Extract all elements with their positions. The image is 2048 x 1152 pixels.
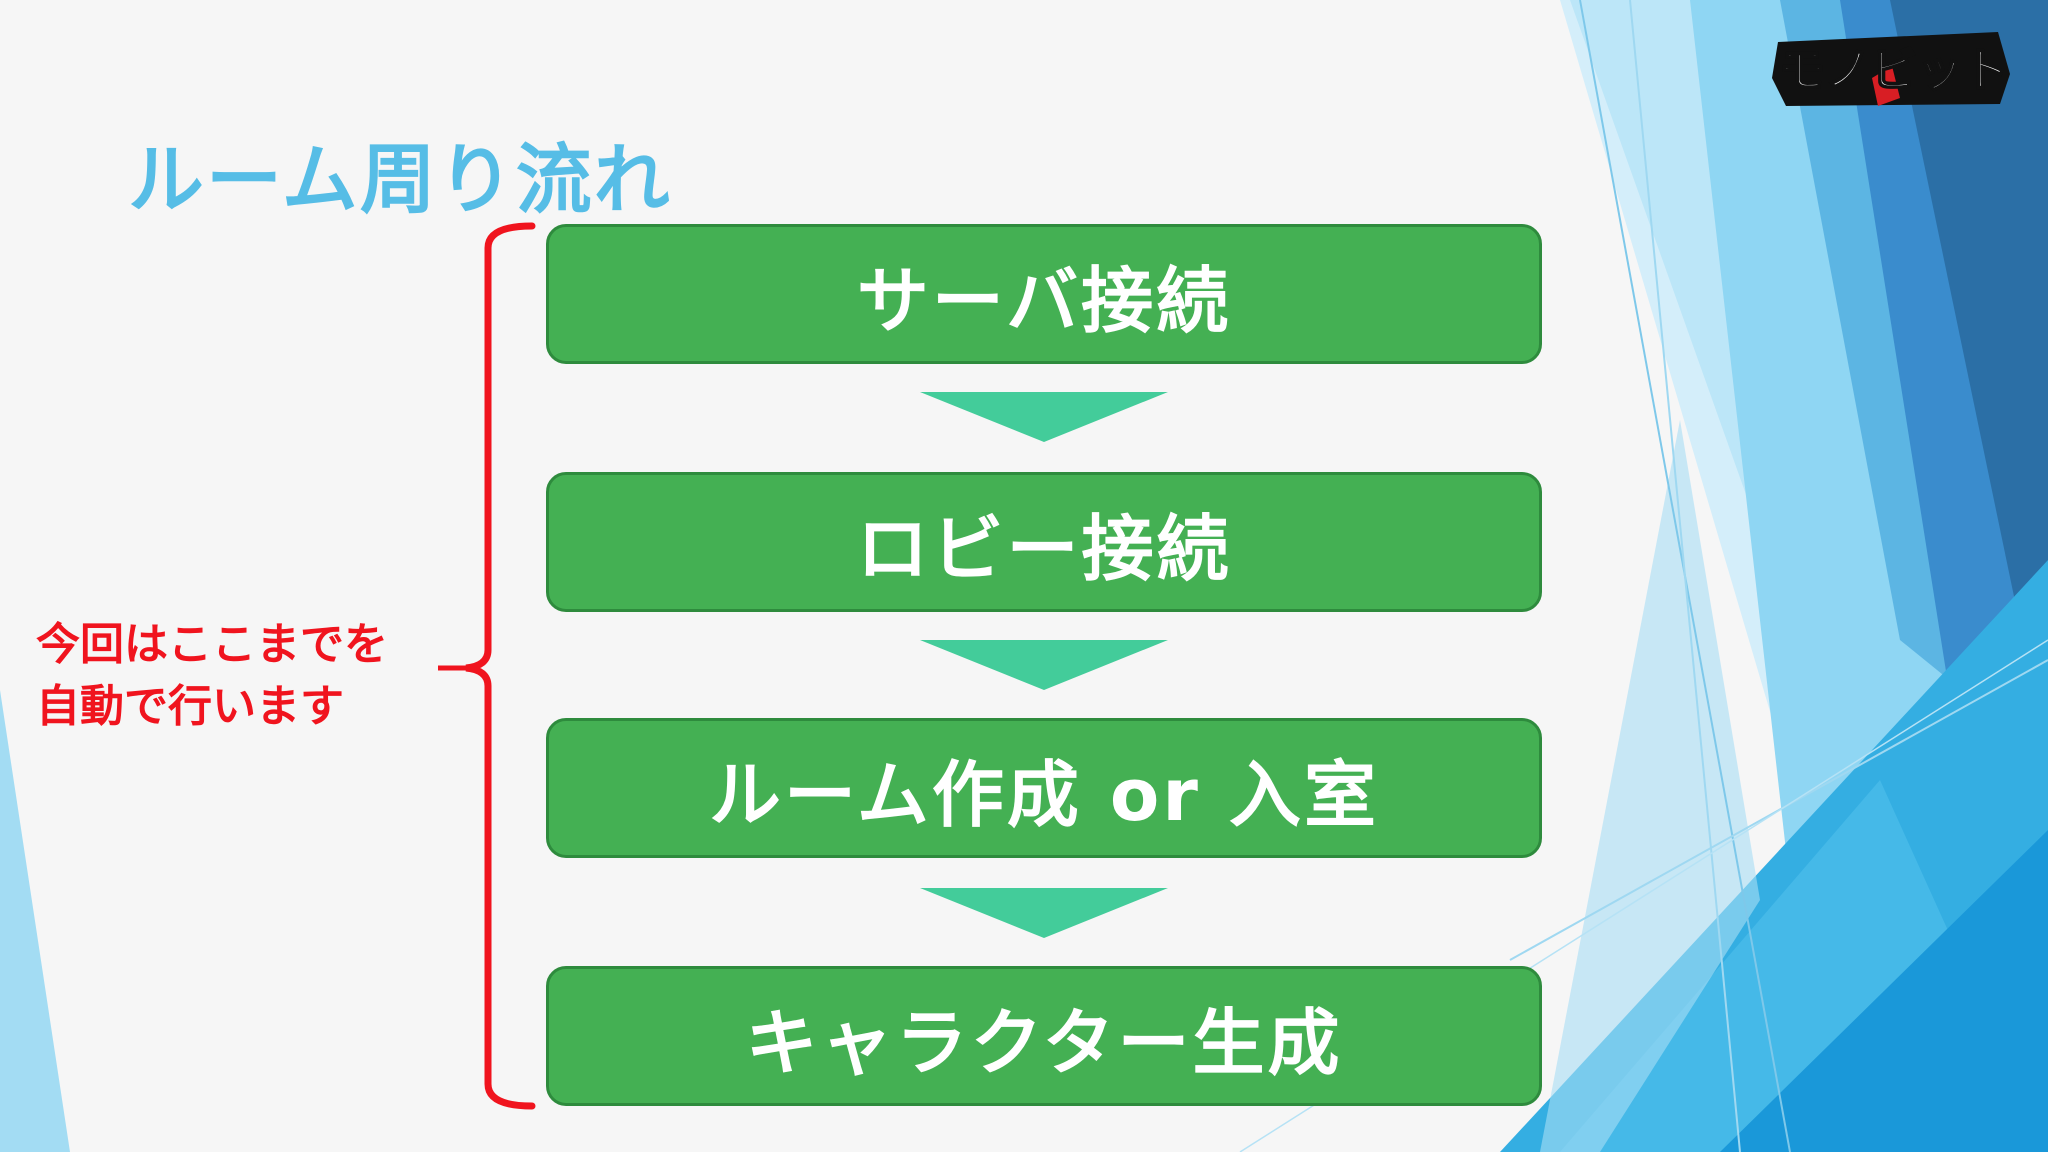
annotation-note: 今回はここまでを 自動で行います [36, 614, 388, 738]
slide-title: ルーム周り流れ [128, 135, 672, 224]
step-lobby-connect: ロビー接続 [546, 472, 1542, 612]
bracket-brace [438, 222, 536, 1110]
logo-text: モノビット [1779, 43, 2009, 97]
down-arrow-1 [920, 392, 1168, 442]
step-character-create: キャラクター生成 [546, 966, 1542, 1106]
down-arrow-3 [920, 888, 1168, 938]
note-line-2: 自動で行います [36, 681, 344, 732]
step-server-connect: サーバ接続 [546, 224, 1542, 364]
note-line-1: 今回はここまでを [36, 619, 388, 670]
step-room-create-or-join: ルーム作成 or 入室 [546, 718, 1542, 858]
monobit-logo: モノビット [1772, 32, 2010, 106]
down-arrow-2 [920, 640, 1168, 690]
